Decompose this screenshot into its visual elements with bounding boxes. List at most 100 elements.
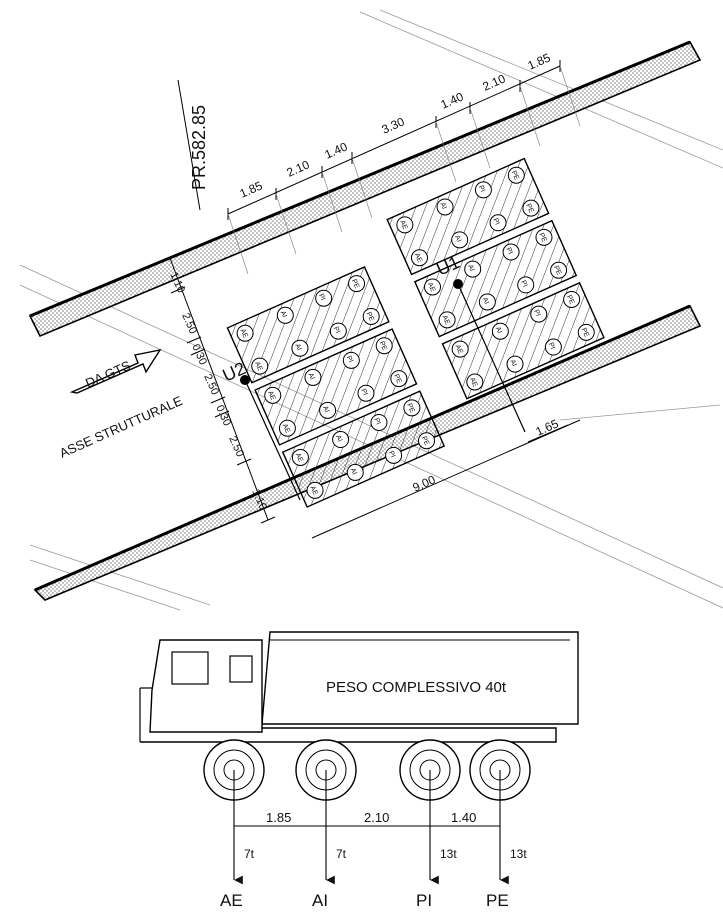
dim-tick-left — [170, 286, 186, 294]
upper-parapet — [28, 40, 702, 338]
axle-name-PI: PI — [416, 891, 432, 910]
dim-top-0: 1.85 — [238, 178, 265, 200]
truck-weight-label: PESO COMPLESSIVO 40t — [326, 679, 507, 696]
wheel-tag-AE: AE — [413, 252, 423, 264]
wheel-tag-circle — [306, 481, 324, 499]
dim-top-4: 1.40 — [439, 89, 466, 111]
wheel-tag-PI: PI — [345, 355, 354, 364]
wheel-tag-PI: PI — [332, 326, 341, 335]
dimension-chain-left: 1.102.500.302.500.302.501.10 — [162, 254, 276, 524]
wheel-tag-circle — [315, 289, 333, 307]
wheel-tag-circle — [236, 324, 254, 342]
wheel-tag-circle — [451, 231, 469, 249]
wheel-tag-circle — [276, 306, 294, 324]
lane-5 — [413, 219, 578, 338]
wheel-tag-AE: AE — [441, 314, 451, 326]
wheel-tag-circle — [278, 419, 296, 437]
wheel-tag-AI: AI — [508, 359, 517, 368]
wheel-tag-circle — [491, 322, 509, 340]
lane-1 — [226, 266, 390, 384]
dim-tick-left — [210, 396, 226, 404]
wheel-tag-circle — [424, 278, 442, 296]
wheel-tag-PE: PE — [378, 340, 388, 352]
wheel-tag-PE: PE — [420, 435, 430, 447]
wheel-tag-AI: AI — [349, 467, 358, 476]
wheel-tag-circle — [403, 399, 421, 417]
wheel-tag-circle — [530, 305, 548, 323]
wheel-tag-circle — [464, 260, 482, 278]
wheel-tag-circle — [329, 322, 347, 340]
wheel-tag-PE: PE — [565, 294, 575, 306]
wheel-tag-PE: PE — [537, 232, 547, 244]
dim-tick-left — [260, 516, 276, 524]
truck-footprint-u1 — [386, 157, 605, 400]
dim-top-5: 2.10 — [481, 71, 508, 93]
wheel-tag-circle — [319, 401, 337, 419]
cab-window-2 — [229, 655, 253, 683]
wheel-tag-AI: AI — [334, 434, 343, 443]
wheel-tag-circle — [291, 339, 309, 357]
truck-footprint-u2 — [226, 266, 446, 508]
wheel-tag-AE: AE — [454, 344, 464, 356]
wheel-tag-AI: AI — [494, 326, 503, 335]
axle-name-AI: AI — [312, 891, 328, 910]
wheel-tag-AE: AE — [239, 328, 249, 340]
axle-load-PI: 13t — [440, 847, 457, 861]
wheel-tag-circle — [332, 431, 350, 449]
wheel-tag-circle — [438, 311, 456, 329]
wheel-tag-circle — [362, 307, 380, 325]
wheel-tag-circle — [478, 293, 496, 311]
wheel-tag-circle — [370, 413, 388, 431]
dim-left-5: 2.50 — [226, 434, 246, 458]
dim-top-3: 3.30 — [380, 114, 407, 136]
wheel-tag-circle — [291, 448, 309, 466]
truck-body — [261, 631, 579, 725]
wheel-tag-AE: AE — [426, 282, 436, 294]
wheel-tag-PE: PE — [365, 311, 375, 323]
wheel-tag-circle — [390, 370, 408, 388]
wheel-tag-PE: PE — [392, 373, 402, 385]
load-zones — [226, 157, 605, 508]
wheel-tag-AI: AI — [279, 310, 288, 319]
axle-name-PE: PE — [486, 891, 509, 910]
wheel-tag-circle — [489, 214, 507, 232]
station-marker: PR.582.85 — [177, 79, 209, 211]
wheel-tag-circle — [418, 432, 436, 450]
dim-top-1: 2.10 — [285, 157, 312, 179]
cab-window-1 — [171, 651, 209, 685]
wheel-tag-circle — [304, 368, 322, 386]
dim-tick-left — [186, 336, 202, 344]
dim-tick-left — [190, 348, 206, 356]
axle-spacing-2: 1.40 — [451, 810, 476, 825]
wheel-tag-circle — [451, 340, 469, 358]
wheel-tag-PI: PI — [504, 247, 513, 256]
wheel-tag-circle — [348, 275, 366, 293]
wheel-tag-PI: PI — [491, 217, 500, 226]
wheel-tag-circle — [466, 373, 484, 391]
wheel-tag-AI: AI — [321, 405, 330, 414]
axle-load-AE: 7t — [244, 847, 255, 861]
wheel-tag-AI: AI — [438, 202, 447, 211]
dim-left-1: 2.50 — [179, 311, 199, 335]
wheel-tag-AE: AE — [281, 423, 291, 435]
wheel-tag-AE: AE — [266, 390, 276, 402]
wheel-tag-AI: AI — [481, 297, 490, 306]
wheel-tag-PE: PE — [524, 203, 534, 215]
wheel-tag-circle — [535, 228, 553, 246]
wheel-tag-AE: AE — [398, 219, 408, 231]
axle-name-AE: AE — [220, 891, 243, 910]
dim-tick-left — [236, 458, 252, 466]
dim-bottom-9.00: 9.00 — [411, 472, 438, 494]
axis-label: ASSE STRUTTURALE — [57, 393, 185, 461]
wheel-tags: AE AI PI PE AE AI PI PE AE AI PI PE AE AI PI PE AE AI PI PE… — [236, 166, 595, 499]
wheel-tag-PI: PI — [532, 309, 541, 318]
plan-view: AE AI PI PE AE AI PI PE AE AI PI PE AE AI PI PE AE AI PI PE… — [19, 9, 723, 611]
wheel-tag-circle — [264, 386, 282, 404]
wheel-tag-circle — [342, 351, 360, 369]
wheel-tag-AI: AI — [466, 264, 475, 273]
wheel-tag-PE: PE — [510, 170, 520, 182]
wheel-tag-PI: PI — [372, 417, 381, 426]
wheel-tag-circle — [251, 357, 269, 375]
